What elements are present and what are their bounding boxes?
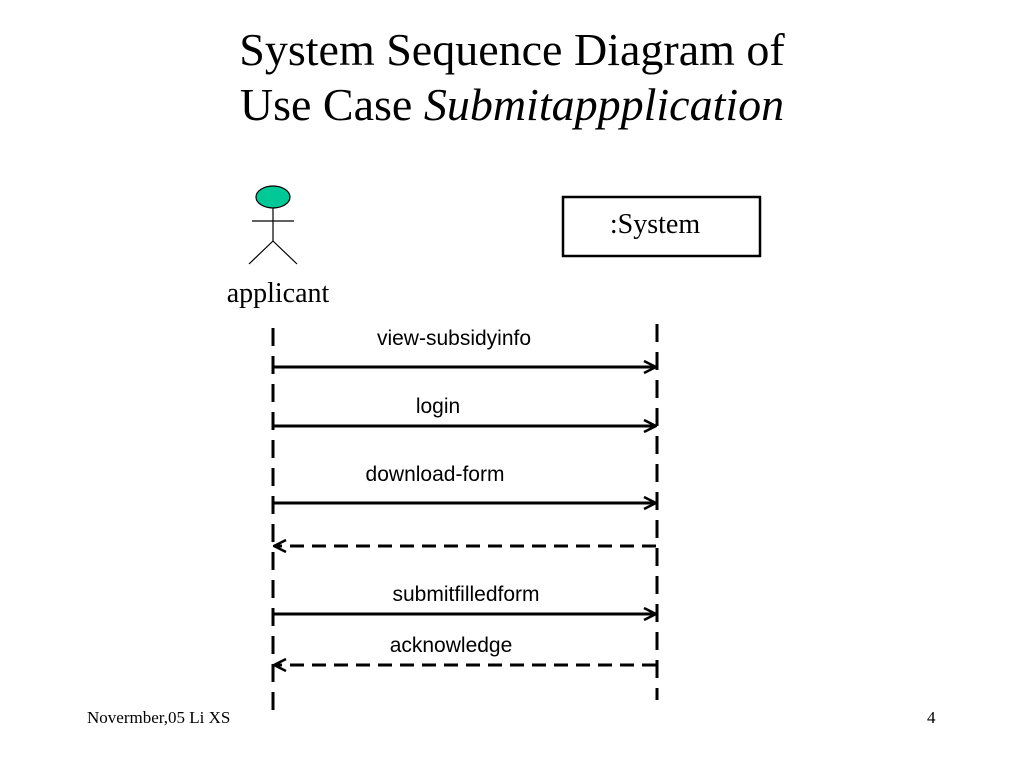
actor-left-leg xyxy=(248,240,274,265)
slide-title: System Sequence Diagram of Use Case Subm… xyxy=(0,22,1024,132)
footer-date-author: Novermber,05 Li XS xyxy=(87,708,231,727)
actor-right-leg xyxy=(272,240,298,265)
message-label-1: view-subsidyinfo xyxy=(377,327,531,350)
title-line-1: System Sequence Diagram of xyxy=(239,24,785,75)
message-label-3: download-form xyxy=(366,463,505,486)
page-number: 4 xyxy=(927,708,936,727)
message-label-5: submitfilledform xyxy=(392,583,539,606)
message-label-6: acknowledge xyxy=(390,634,513,657)
use-case-name: Submitappplication xyxy=(423,79,785,131)
title-line-2: Use Case Submitappplication xyxy=(0,77,1024,132)
system-label: :System xyxy=(610,209,700,240)
message-label-2: login xyxy=(416,395,460,418)
actor-figure xyxy=(248,185,298,265)
actor-label: applicant xyxy=(227,278,330,309)
title-line-2-prefix: Use Case xyxy=(239,79,424,131)
actor-head xyxy=(255,185,291,209)
system-box xyxy=(561,195,762,258)
messages: view-subsidyinfo login download-form submit… xyxy=(274,327,656,665)
